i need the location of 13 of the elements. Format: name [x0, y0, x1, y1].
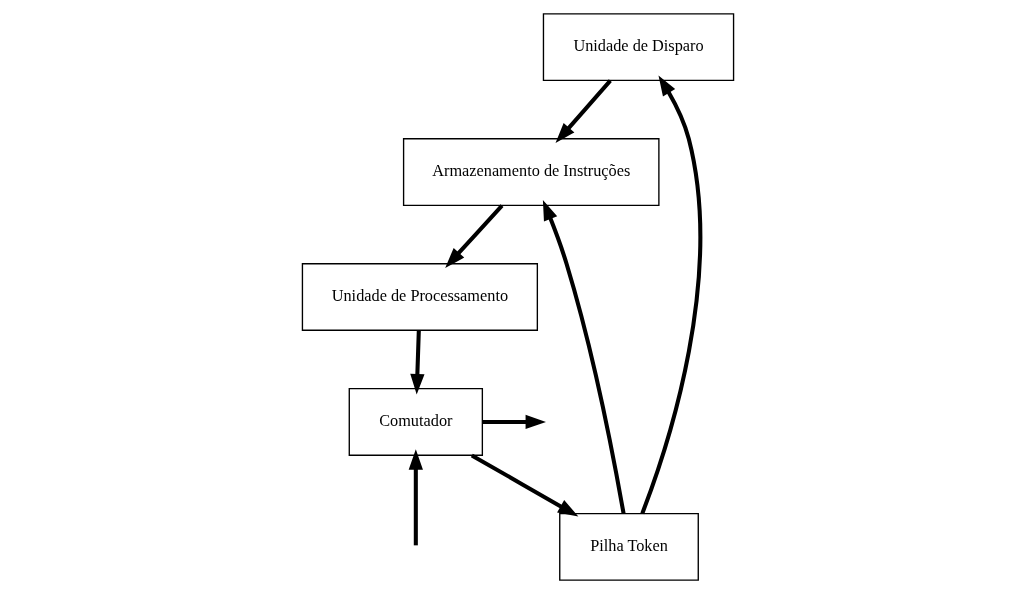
arrow	[555, 79, 612, 144]
node-box: Unidade de Processamento	[301, 263, 539, 331]
node-box: Comutador	[348, 388, 484, 456]
arrow	[445, 204, 504, 268]
arrow	[542, 199, 626, 514]
arrow	[408, 449, 423, 546]
node-box: Unidade de Disparo	[542, 13, 735, 82]
arrow	[410, 330, 425, 395]
arrow	[482, 414, 546, 430]
node-box: Pilha Token	[559, 512, 699, 581]
node-box: Armazenamento de Instruções	[402, 138, 660, 206]
arrow	[640, 75, 703, 515]
arrow	[470, 453, 579, 517]
